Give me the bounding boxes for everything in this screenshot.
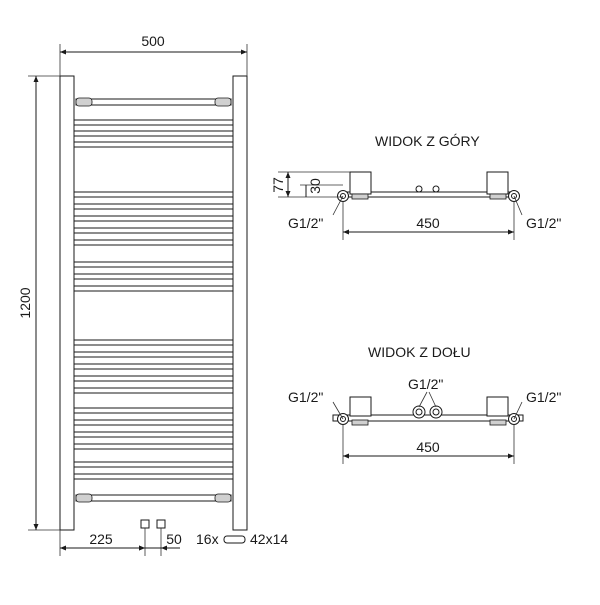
heating-tube [73,375,234,382]
height-label: 1200 [17,287,33,318]
heating-tube [73,261,234,268]
width-label: 500 [141,33,165,49]
depth-total-label: 77 [270,177,286,193]
inlet-offset-label: 225 [89,531,113,547]
right-column [232,75,248,531]
heating-tube [73,339,234,346]
heating-tube [73,461,234,468]
bottom-inlets [140,519,166,529]
inlet-spacing-label: 50 [166,531,182,547]
heating-tube [73,215,234,222]
inlet-dimensions: 225 50 [59,528,182,556]
heating-tube [73,227,234,234]
top-towel-bar [75,97,232,107]
heating-tube [73,387,234,394]
heating-tube [73,239,234,246]
bottom-view-title: WIDOK Z DOŁU [368,344,471,360]
heating-tube [73,363,234,370]
height-dimension: 1200 [17,75,60,531]
tube-section-symbol [223,535,246,544]
heating-tube [73,419,234,426]
heating-tube [73,130,234,137]
bottom-towel-bar [75,493,232,503]
bottom-center-thread-label: G1/2" [408,376,443,392]
front-view: 500 1200 225 50 16x [17,33,288,556]
heating-tube [73,407,234,414]
tube-legend: 16x 42x14 [196,531,288,547]
heating-tube [73,191,234,198]
top-left-thread-label: G1/2" [288,215,323,231]
top-axis-spacing-label: 450 [416,215,440,231]
heating-tube [73,443,234,450]
heating-tube [73,273,234,280]
heating-tubes [73,119,234,480]
depth-axis-label: 30 [307,178,323,194]
bottom-right-thread-label: G1/2" [526,389,561,405]
tube-size-label: 42x14 [250,531,288,547]
heating-tube [73,119,234,126]
top-right-thread-label: G1/2" [526,215,561,231]
tube-count-label: 16x [196,531,219,547]
top-view-title: WIDOK Z GÓRY [375,133,480,149]
heating-tube [73,351,234,358]
bottom-view: WIDOK Z DOŁU G1/2" G1/2" G1/2" 450 [288,344,561,464]
heating-tube [73,203,234,210]
bottom-axis-spacing-label: 450 [416,439,440,455]
bottom-left-thread-label: G1/2" [288,389,323,405]
heating-tube [73,473,234,480]
heating-tube [73,285,234,292]
heating-tube [73,431,234,438]
heating-tube [73,141,234,148]
width-dimension: 500 [59,33,248,76]
top-view: WIDOK Z GÓRY 77 30 G1/2" G1/2" [270,133,561,240]
left-column [59,75,75,531]
